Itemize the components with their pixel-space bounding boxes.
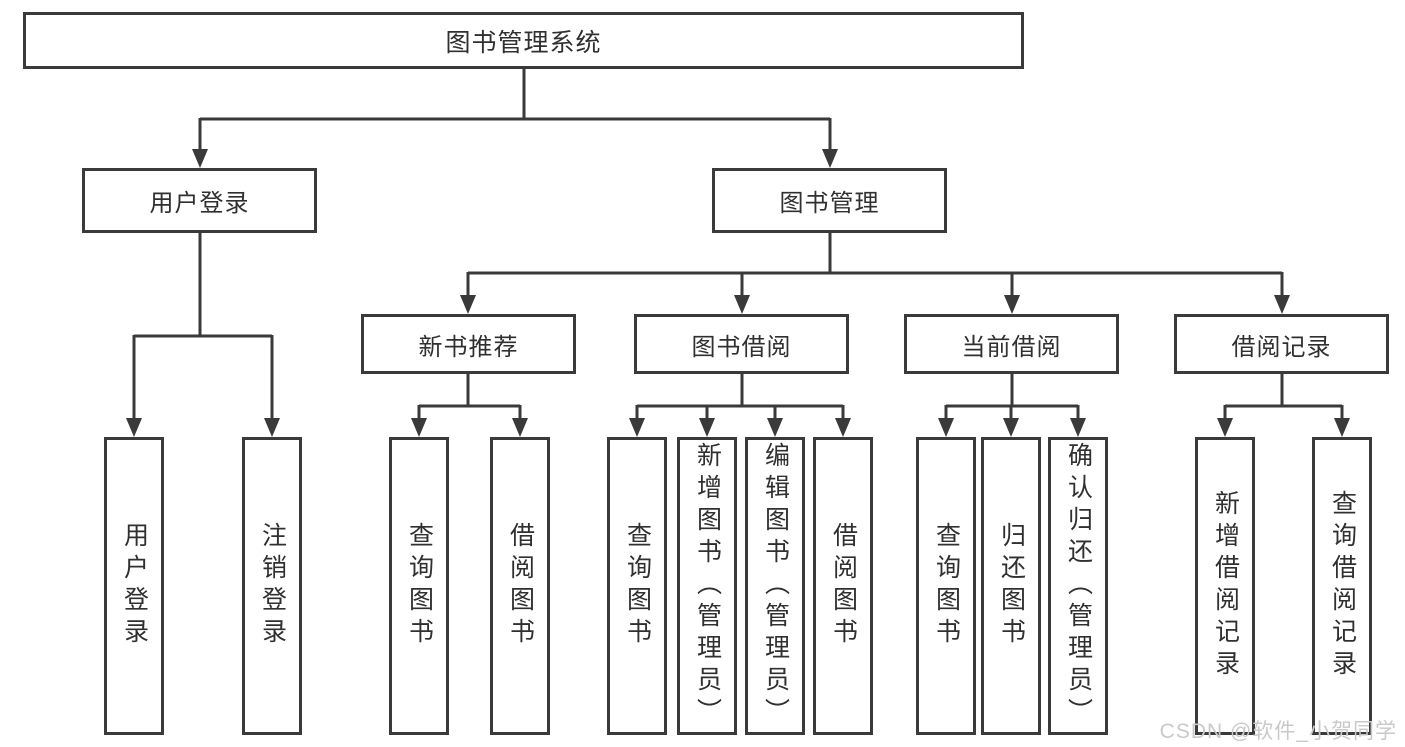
leaf-borrow-books-borrowing: 借阅图书 — [813, 437, 873, 735]
leaf-query-books-recommend: 查询图书 — [389, 437, 449, 735]
leaf-user-login: 用户登录 — [104, 437, 164, 735]
leaf-logout: 注销登录 — [242, 437, 302, 735]
node-new-book-recommendation: 新书推荐 — [361, 314, 576, 374]
node-book-management: 图书管理 — [712, 168, 947, 233]
leaf-borrow-books-recommend: 借阅图书 — [490, 437, 550, 735]
leaf-edit-books-admin: 编辑图书（管理员） — [745, 437, 805, 735]
node-user-login: 用户登录 — [82, 168, 317, 233]
node-borrowing-records: 借阅记录 — [1174, 314, 1389, 374]
node-root: 图书管理系统 — [23, 12, 1024, 69]
leaf-return-books: 归还图书 — [981, 437, 1041, 735]
leaf-add-books-admin: 新增图书（管理员） — [677, 437, 737, 735]
csdn-watermark: CSDN @软件_小贺同学 — [1159, 720, 1397, 743]
node-book-borrowing: 图书借阅 — [634, 314, 849, 374]
node-current-borrowing: 当前借阅 — [904, 314, 1119, 374]
leaf-query-books-current: 查询图书 — [916, 437, 976, 735]
leaf-query-borrow-record: 查询借阅记录 — [1312, 437, 1372, 735]
leaf-add-borrow-record: 新增借阅记录 — [1195, 437, 1255, 735]
leaf-confirm-return-admin: 确认归还（管理员） — [1048, 437, 1108, 735]
leaf-query-books-borrowing: 查询图书 — [607, 437, 667, 735]
